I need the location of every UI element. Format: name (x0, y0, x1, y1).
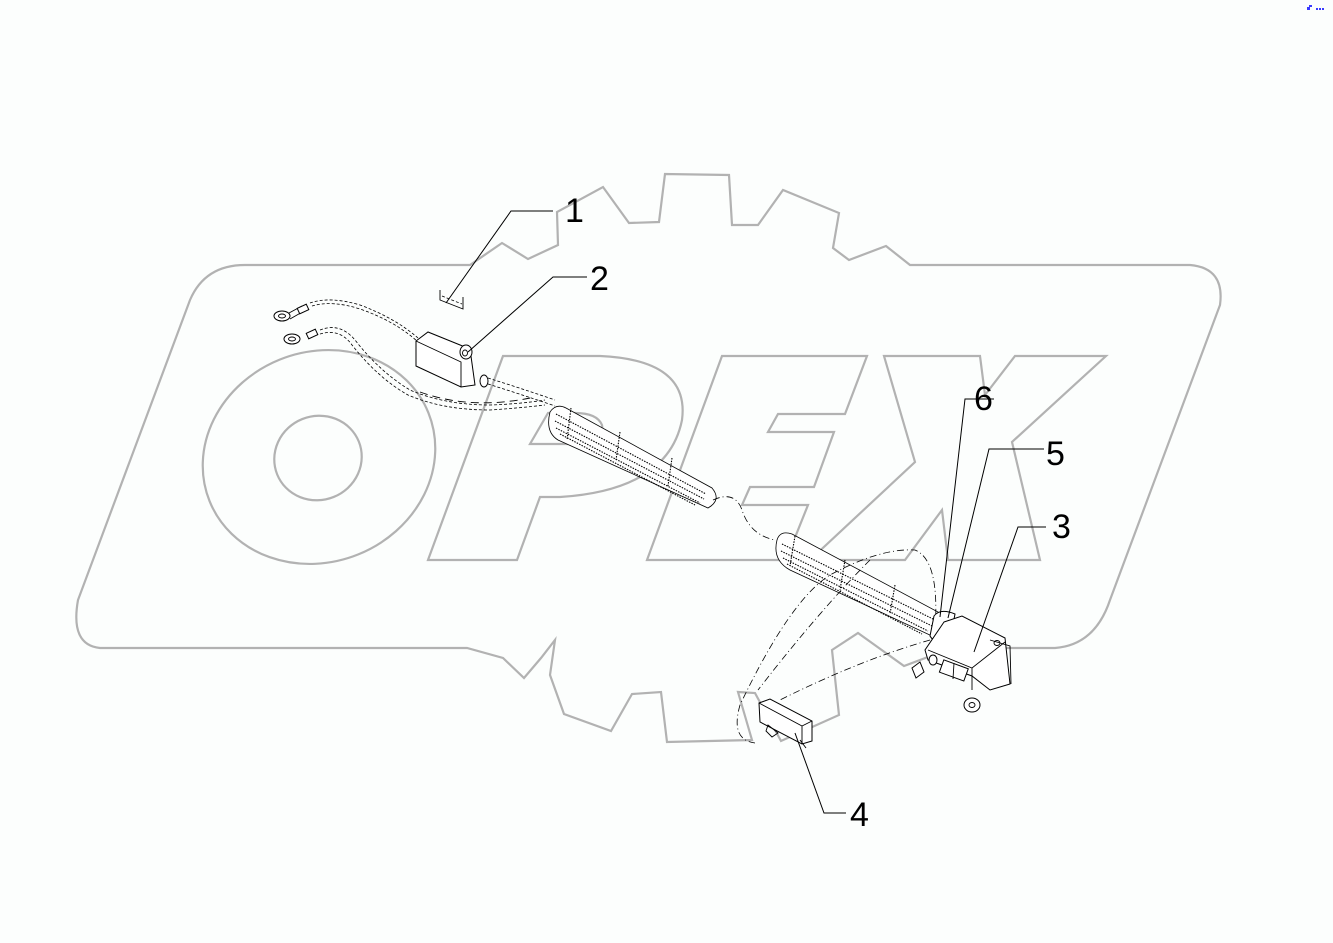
callout-4[interactable]: 4 (794, 732, 869, 834)
callouts: 1 2 6 5 3 4 (445, 192, 1071, 834)
callout-5[interactable]: 5 (947, 435, 1065, 619)
part-3-housing[interactable] (911, 615, 1012, 713)
part-2-connector[interactable] (273, 299, 556, 411)
svg-text:6: 6 (974, 380, 993, 418)
conduit-segment-lower (775, 532, 941, 637)
svg-text:3: 3 (1052, 508, 1071, 546)
callout-6[interactable]: 6 (939, 380, 994, 618)
callout-3[interactable]: 3 (973, 508, 1071, 653)
svg-text:5: 5 (1046, 435, 1065, 473)
ring-terminal-upper (273, 310, 291, 322)
svg-text:1: 1 (565, 192, 584, 230)
wire-to-sensor (736, 549, 937, 744)
svg-text:4: 4 (850, 796, 869, 834)
svg-text:2: 2 (590, 260, 609, 298)
part-4-sensor[interactable] (758, 698, 813, 749)
watermark-gear-outline (75, 172, 1222, 744)
conduit-segment-upper (548, 405, 717, 509)
watermark-letter-e (645, 354, 869, 562)
part-1-clip[interactable] (439, 290, 464, 310)
watermark-letter-o-inner (273, 414, 363, 502)
ring-terminal-lower (283, 333, 301, 345)
opex-watermark-logo (75, 172, 1222, 744)
watermark-letter-o-outer (201, 348, 437, 566)
callout-1[interactable]: 1 (445, 192, 584, 304)
part-6-conduit[interactable] (548, 405, 941, 637)
callout-2[interactable]: 2 (467, 260, 609, 353)
corner-indicator-icon (1307, 5, 1324, 10)
